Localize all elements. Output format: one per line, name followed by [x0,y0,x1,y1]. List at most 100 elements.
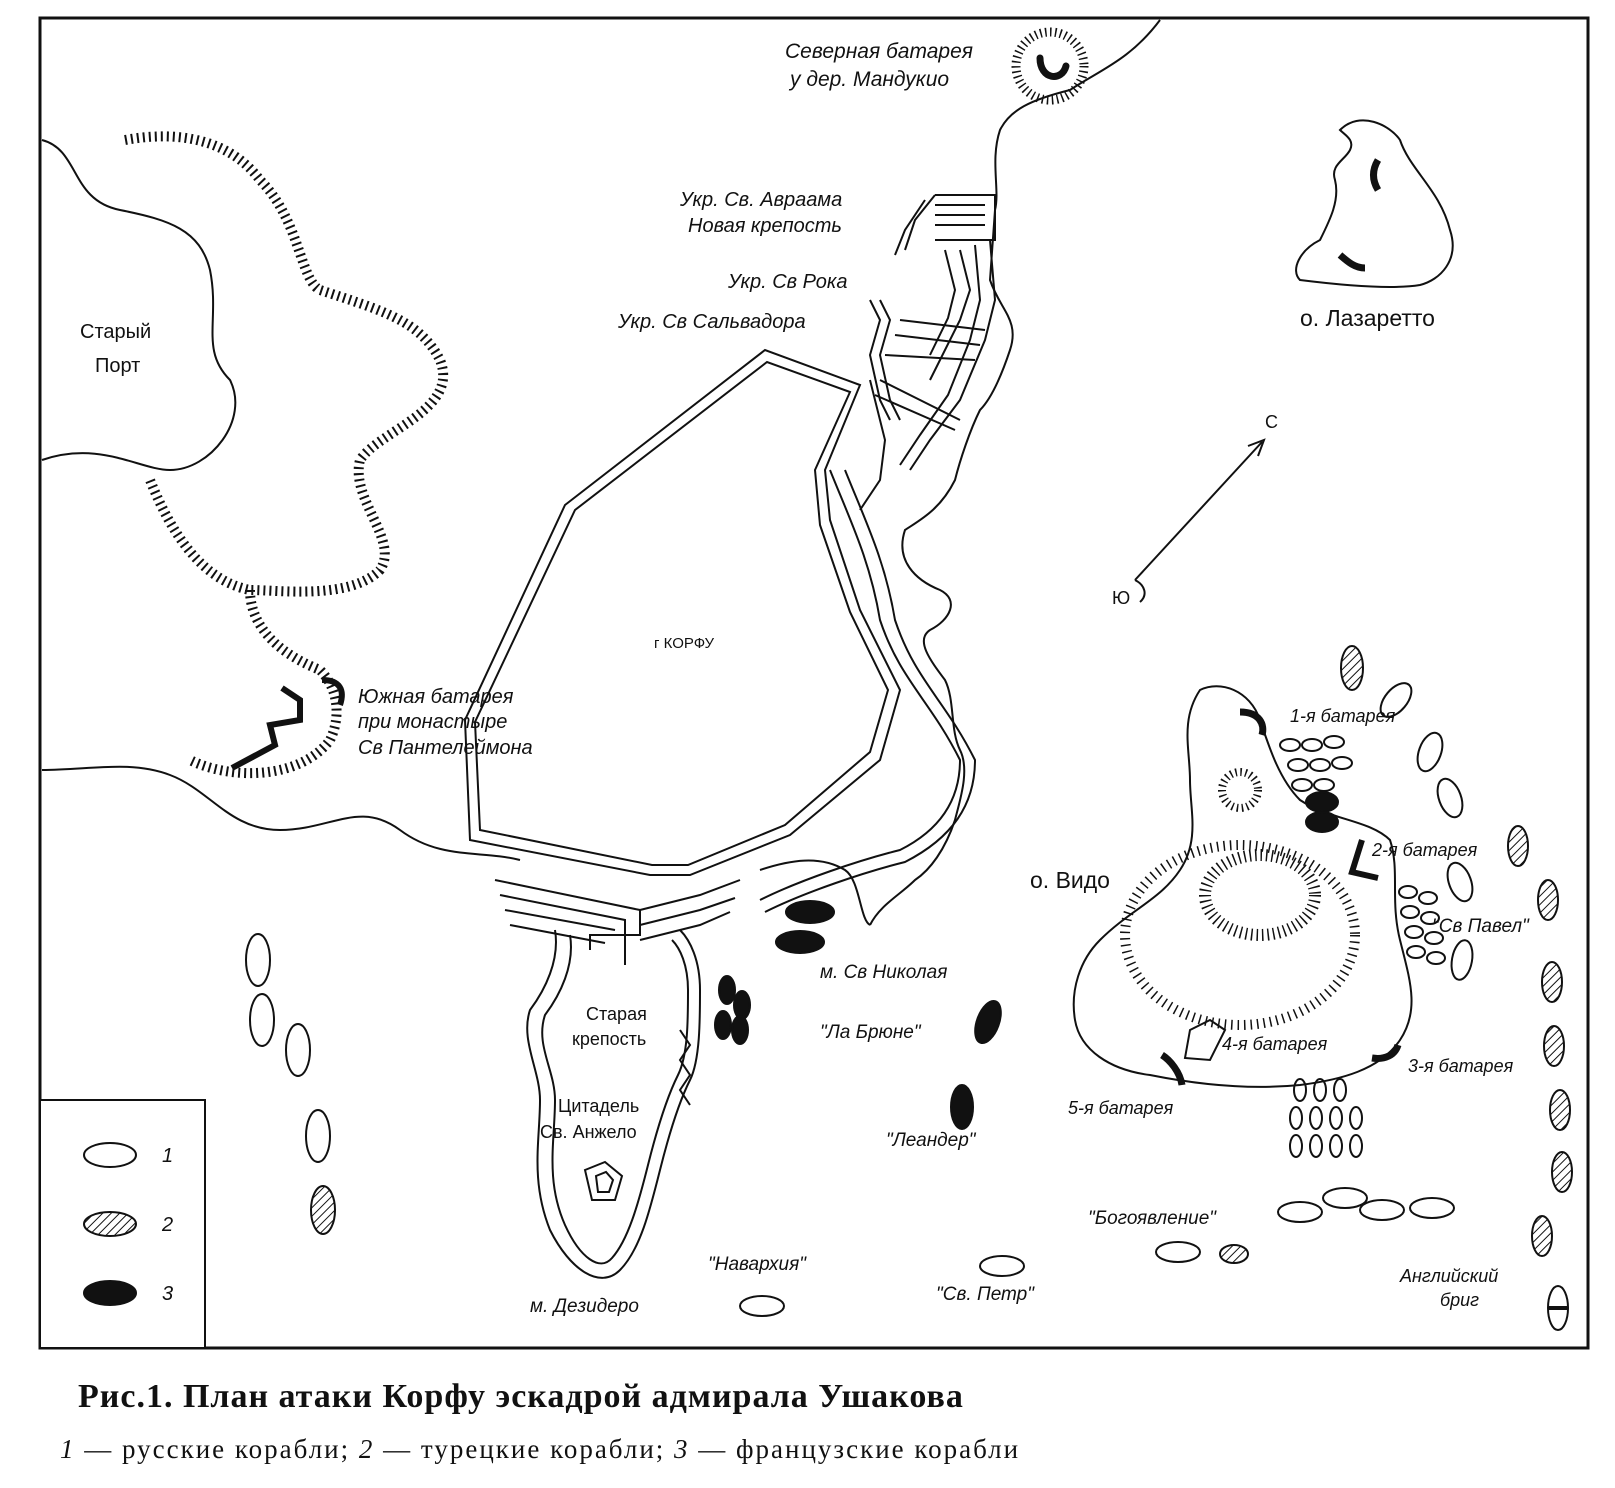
north-battery-symbol [1011,27,1089,105]
label-citadel-2: Св. Анжело [540,1122,637,1142]
ship [1313,1078,1327,1102]
legend-turkish-ship-icon [83,1211,137,1237]
ship [739,1295,785,1317]
ship [1277,1201,1323,1223]
ship [1531,1215,1553,1257]
ship [1418,891,1438,905]
label-old-port-2: Порт [95,355,140,377]
label-st-petr: "Св. Петр" [936,1284,1035,1305]
northern-fortifications [859,194,997,511]
label-north-battery-village: у дер. Мандукио [788,68,949,91]
ship [785,900,835,924]
compass-south-label: Ю [1112,588,1130,608]
ship [1541,961,1563,1003]
ship [1551,1151,1573,1193]
label-north-battery: Северная батарея [785,40,973,63]
ship [1436,777,1464,819]
map-legend: 1 2 3 [39,1099,206,1349]
ship [1450,939,1474,981]
label-english-brig-2: бриг [1440,1290,1479,1310]
caption-legend: 1 — русские корабли; 2 — турецкие корабл… [60,1434,1560,1465]
label-south-battery-monastery: при монастыре [358,711,507,733]
ship [285,1023,311,1077]
ship [1322,1187,1368,1209]
ship [1426,951,1446,965]
map-labels: Северная батарея у дер. Мандукио Укр. Св… [80,40,1530,1317]
ship [1404,925,1424,939]
figure-caption: Рис.1. План атаки Корфу эскадрой адмирал… [60,1378,1578,1465]
hill-ridge [124,131,448,779]
ship [1301,738,1323,752]
label-leander: "Леандер" [886,1130,977,1151]
ship [1379,682,1413,718]
coastlines [41,19,1161,926]
ship [305,1109,331,1163]
south-battery-symbol [230,677,345,771]
ship [714,1010,732,1040]
ship [1507,825,1529,867]
ship [718,975,736,1005]
caption-legend-text-3: — французские корабли [689,1434,1021,1464]
ship [310,1185,336,1235]
ship [1329,1106,1343,1130]
northeast-coast [869,19,1161,926]
label-lazaretto: о. Лазаретто [1300,305,1435,331]
ship [1219,1244,1249,1264]
ship [1340,645,1364,691]
ship [1416,731,1444,773]
label-battery-4: 4-я батарея [1222,1034,1328,1054]
ship [1446,861,1474,903]
label-cape-st-nicholas: м. Св Николая [820,962,947,983]
ship [1349,1134,1363,1158]
label-la-brune: "Ла Брюне" [820,1022,922,1043]
lazaretto-island [1295,119,1454,289]
ship [1549,1089,1571,1131]
caption-legend-num-3: 3 [674,1434,690,1464]
old-fortress [494,879,741,1279]
ship [1329,1134,1343,1158]
legend-russian-ship-icon [83,1142,137,1168]
ship [1409,1197,1455,1219]
label-old-port: Старый [80,321,151,343]
caption-title: Рис.1. План атаки Корфу эскадрой адмирал… [78,1378,964,1415]
ship [1313,778,1335,792]
ship [1420,911,1440,925]
caption-legend-text-2: — турецкие корабли; [374,1434,675,1464]
legend-key-3: 3 [162,1283,173,1305]
ship [1543,1025,1565,1067]
label-navarkhia: "Навархия" [708,1254,807,1275]
ship [1279,738,1301,752]
city-walls [463,348,977,913]
cape-nicholas-coast [759,859,871,926]
legend-key-2: 2 [161,1214,173,1236]
ship [731,1015,749,1045]
ship [974,999,1002,1045]
map: 1 2 3 Северная батарея у дер. Мандукио У… [38,16,1590,1350]
ship [1537,879,1559,921]
label-south-battery-saint: Св Пантелеймона [358,737,533,759]
ship [1155,1241,1201,1263]
label-old-fortress: Старая [586,1004,647,1024]
label-city: г КОРФУ [654,635,714,652]
label-new-fortress: Новая крепость [688,215,842,237]
label-vido: о. Видо [1030,867,1110,893]
ship [1349,1106,1363,1130]
ships [245,645,1573,1331]
ship [1406,945,1426,959]
ship [245,933,271,987]
ship [733,990,751,1020]
label-st-abraham: Укр. Св. Авраама [679,189,842,211]
caption-legend-num-2: 2 [358,1434,375,1464]
ship [950,1084,974,1130]
ship [1424,931,1444,945]
label-battery-2: 2-я батарея [1371,840,1478,860]
ship [1309,758,1331,772]
ship [1291,778,1313,792]
ship [979,1255,1025,1277]
label-st-pavel: "Св Павел" [1432,916,1530,937]
ship [1305,811,1339,833]
ship [249,993,275,1047]
legend-french-ship-icon [83,1280,137,1306]
ship [775,930,825,954]
ship [1400,905,1420,919]
